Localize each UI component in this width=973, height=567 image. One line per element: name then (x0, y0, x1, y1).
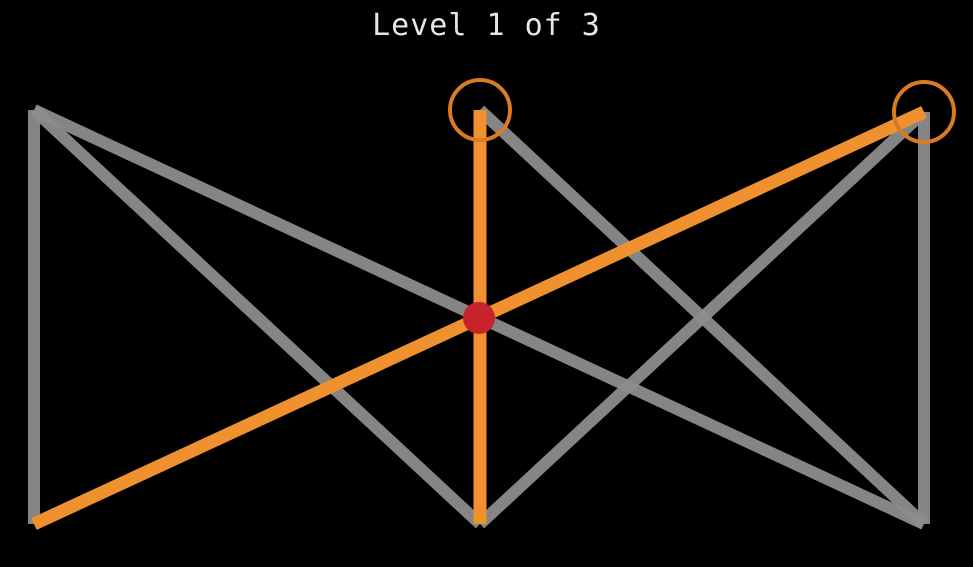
edge-5[interactable] (475, 107, 929, 529)
vertex-top-center[interactable] (472, 102, 488, 118)
vertex-bottom-left[interactable] (26, 516, 42, 532)
vertex-top-left[interactable] (26, 102, 42, 118)
selected-vertex-ring-top-center (448, 78, 512, 142)
vertex-bottom-right[interactable] (916, 516, 932, 532)
vertex-bottom-center[interactable] (472, 516, 488, 532)
selected-vertex-ring-top-right (892, 80, 956, 144)
vertex-top-right[interactable] (916, 104, 932, 120)
level-title: Level 1 of 3 (372, 8, 601, 43)
cursor-dot (463, 302, 495, 334)
edge-2[interactable] (29, 105, 485, 529)
